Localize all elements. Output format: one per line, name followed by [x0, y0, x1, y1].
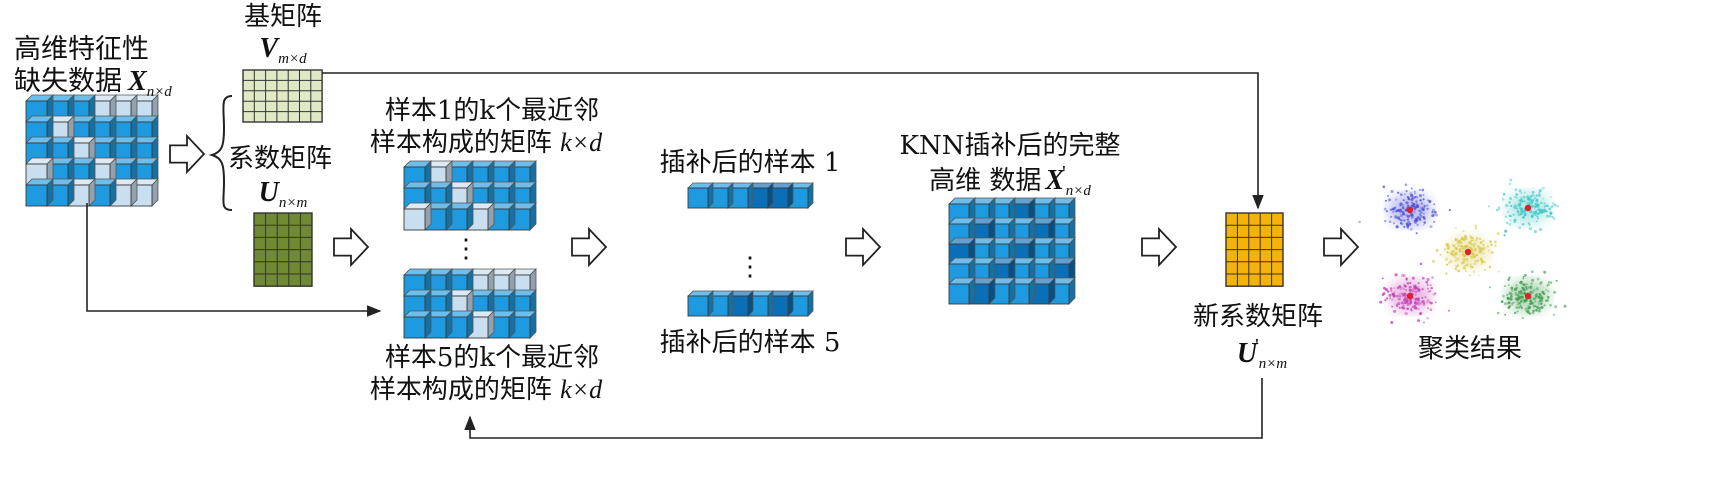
nn-sample1-label-line1: 样本1的k个最近邻 [384, 96, 600, 126]
grid-cube [687, 187, 709, 209]
nn-sample5-label-line1: 样本5的k个最近邻 [384, 343, 600, 373]
process-arrow-2 [333, 226, 370, 268]
basis-matrix-symbol: Vm×d [259, 33, 307, 67]
input-data-label-line1: 高维特征性 [14, 34, 149, 65]
imputed-sample5-cubes [687, 290, 814, 317]
input-to-nn-arrow [86, 203, 382, 317]
basis-matrix-title: 基矩阵 [243, 2, 323, 32]
nn-sample5-cubes [403, 268, 537, 339]
cluster-result-title: 聚类结果 [1417, 334, 1523, 364]
cluster-center [1406, 206, 1414, 214]
nn-sample1-cubes [403, 160, 537, 231]
cluster-center [1464, 248, 1472, 256]
grid-cube [403, 316, 426, 339]
nn-ellipsis: ⋮ [453, 234, 479, 264]
cluster-yellow [1431, 224, 1500, 277]
input-data-cubes [25, 94, 159, 207]
grid-cube [403, 208, 426, 231]
grid-cube [25, 184, 48, 207]
feedback-arrow [464, 378, 1263, 439]
process-arrow-1 [169, 133, 206, 175]
basis-to-new-coef-arrow [322, 72, 1264, 210]
knn-data-label-line1: KNN插补后的完整 [899, 131, 1121, 161]
cluster-magenta [1379, 262, 1451, 324]
cluster-center [1524, 204, 1532, 212]
new-coef-grid [1225, 212, 1284, 287]
basis-matrix-grid [242, 69, 323, 123]
coef-matrix-grid [253, 212, 313, 287]
coef-matrix-symbol: Un×m [258, 177, 308, 211]
split-brace [208, 95, 233, 211]
imputed-ellipsis: ⋮ [737, 252, 763, 282]
new-coef-title: 新系数矩阵 [1192, 302, 1324, 332]
imputed-sample1-cubes [687, 182, 814, 209]
process-arrow-6 [1323, 226, 1360, 268]
cluster-center [1406, 292, 1414, 300]
nn-sample1-label-line2: 样本构成的矩阵 k×d [369, 128, 603, 158]
cluster-cyan [1487, 178, 1560, 237]
process-arrow-5 [1141, 226, 1178, 268]
cluster-blue [1358, 183, 1451, 235]
process-arrow-4 [845, 226, 882, 268]
new-coef-symbol: U'n×m [1236, 335, 1288, 372]
nn-sample5-label-line2: 样本构成的矩阵 k×d [369, 375, 603, 405]
grid-cube [948, 283, 970, 305]
process-arrow-3 [571, 226, 608, 268]
cluster-green [1489, 270, 1567, 320]
coef-matrix-title: 系数矩阵 [228, 144, 333, 174]
imputed-sample1-label: 插补后的样本 1 [659, 148, 841, 178]
cluster-center [1524, 292, 1532, 300]
knn-complete-cubes [948, 197, 1076, 305]
imputed-sample5-label: 插补后的样本 5 [659, 328, 841, 358]
grid-cube [687, 295, 709, 317]
